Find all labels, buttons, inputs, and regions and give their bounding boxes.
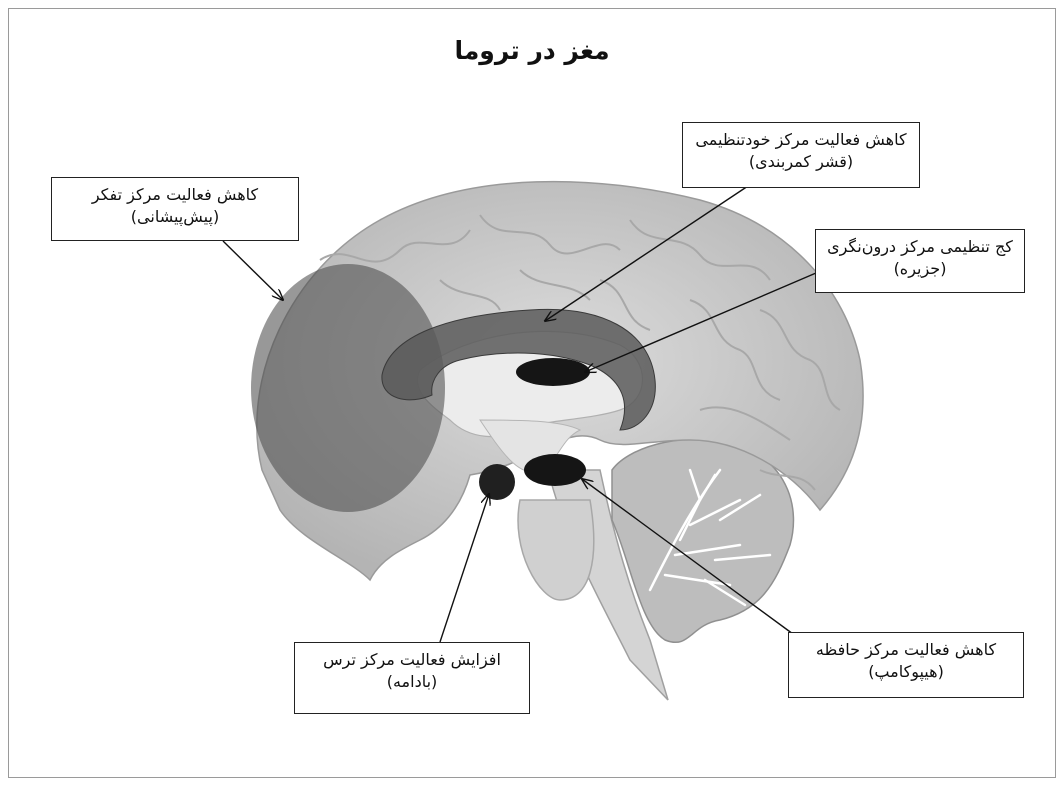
callout-amygdala: افزایش فعالیت مرکز ترس (بادامه) [294,642,530,714]
callout-amygdala-line2: (بادامه) [303,671,521,693]
amygdala-region [479,464,515,500]
callout-insula-line2: (جزیره) [824,258,1016,280]
callout-cingulate-line1: کاهش فعالیت مرکز خودتنظیمی [691,129,911,151]
callout-insula: کج تنظیمی مرکز درون‌نگری (جزیره) [815,229,1025,293]
callout-hippocampus: کاهش فعالیت مرکز حافظه (هیپوکامپ) [788,632,1024,698]
arrow-prefrontal [223,241,283,300]
medulla [518,500,594,600]
callout-prefrontal-line2: (پیش‌پیشانی) [60,206,290,228]
callout-prefrontal: کاهش فعالیت مرکز تفکر (پیش‌پیشانی) [51,177,299,241]
hippocampus-region [524,454,586,486]
insula-region [516,358,590,386]
callout-cingulate-line2: (قشر کمربندی) [691,151,911,173]
callout-insula-line1: کج تنظیمی مرکز درون‌نگری [824,236,1016,258]
callout-amygdala-line1: افزایش فعالیت مرکز ترس [303,649,521,671]
callout-hippocampus-line2: (هیپوکامپ) [797,661,1015,683]
callout-prefrontal-line1: کاهش فعالیت مرکز تفکر [60,184,290,206]
callout-hippocampus-line1: کاهش فعالیت مرکز حافظه [797,639,1015,661]
callout-cingulate: کاهش فعالیت مرکز خودتنظیمی (قشر کمربندی) [682,122,920,188]
